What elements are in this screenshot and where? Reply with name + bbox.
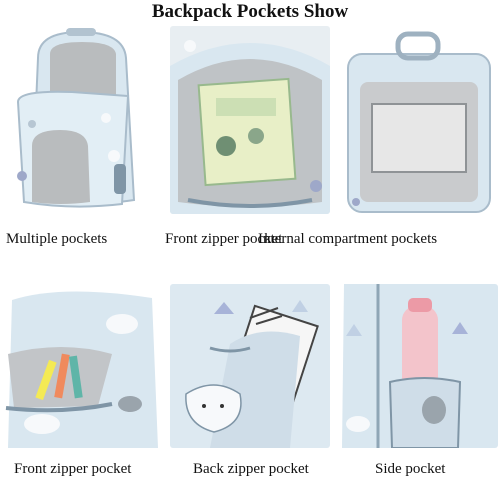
- caption-front-zipper-pocket-2: Front zipper pocket: [14, 461, 132, 477]
- photo-back-zipper-pocket: [170, 284, 330, 448]
- caption-back-zipper-pocket: Back zipper pocket: [193, 461, 309, 477]
- backpack-open-illustration: [2, 26, 162, 214]
- caption-front-zipper-pocket-1: Front zipper pocket: [165, 231, 283, 247]
- photo-side-pocket: [338, 284, 498, 448]
- caption-multiple-pockets: Multiple pockets: [6, 231, 108, 247]
- photo-front-zipper-pocket: [170, 26, 330, 214]
- photo-multiple-pockets: [2, 26, 162, 214]
- pencils-in-pocket-illustration: [2, 284, 162, 448]
- bottle-side-pocket-illustration: [338, 284, 498, 448]
- notebook-back-pocket-illustration: [170, 284, 330, 448]
- photo-internal-compartment: [338, 26, 498, 214]
- page-title: Backpack Pockets Show: [151, 1, 349, 22]
- internal-compartment-illustration: [338, 26, 498, 214]
- photo-front-zipper-pocket-open: [2, 284, 162, 448]
- caption-side-pocket: Side pocket: [375, 461, 446, 477]
- book-in-pocket-illustration: [170, 26, 330, 214]
- caption-internal-compartment-pockets: Internal compartment pockets: [258, 231, 438, 247]
